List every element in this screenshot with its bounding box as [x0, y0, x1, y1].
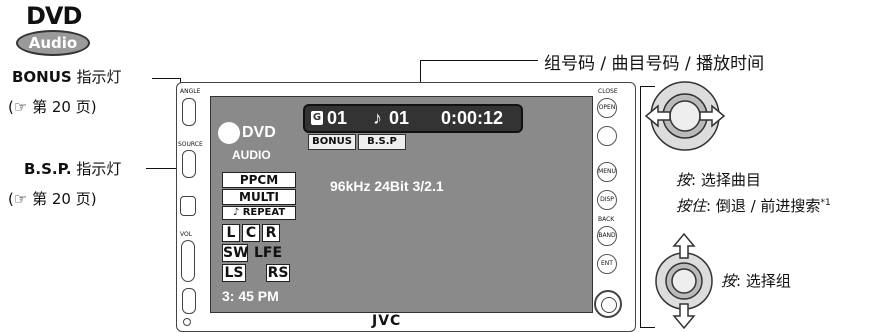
- brand-logo: JVC: [372, 313, 402, 329]
- disc-icon: [218, 122, 240, 144]
- angle-button[interactable]: [182, 98, 196, 126]
- top-leader-v: [420, 60, 421, 102]
- open-button[interactable]: OPEN: [597, 98, 617, 118]
- reset-hole[interactable]: [183, 318, 191, 326]
- vol-label: VOL: [180, 231, 193, 238]
- channel-sw: SW: [222, 244, 249, 262]
- channel-l: L: [222, 224, 240, 242]
- horizontal-knob[interactable]: [644, 78, 726, 154]
- close-label: CLOSE: [598, 88, 618, 95]
- clock: 3: 45 PM: [222, 288, 279, 304]
- group-track-time-bar: G 01 ♪ 01 0:00:12: [303, 104, 523, 133]
- top-callout: 组号码 / 曲目号码 / 播放时间: [544, 54, 765, 74]
- play-time: 0:00:12: [441, 108, 504, 128]
- ent-button[interactable]: ENT: [597, 254, 617, 274]
- arrow-down-icon: [672, 303, 696, 330]
- arrow-right-icon: [699, 104, 726, 128]
- track-icon: ♪: [373, 108, 382, 128]
- top-leader-h: [420, 60, 538, 61]
- source-label: SOURCE: [178, 141, 203, 148]
- source-button[interactable]: [182, 150, 196, 178]
- channel-ls: LS: [222, 264, 246, 282]
- screen-dvd-text: DVD: [242, 124, 276, 141]
- bsp-callout-title: B.S.P. 指示灯: [24, 160, 122, 178]
- group-icon: G: [311, 111, 323, 125]
- multi-indicator: MULTI: [222, 189, 296, 205]
- channel-rs: RS: [266, 264, 290, 282]
- bonus-leader: [152, 78, 180, 79]
- press-select-group: 按: 选择组: [721, 272, 791, 290]
- bsp-leader: [146, 168, 196, 169]
- bonus-callout-title: BONUS 指示灯: [12, 68, 122, 86]
- audio-logo-pill: Audio: [16, 30, 90, 56]
- channel-r: R: [262, 224, 280, 242]
- control-knob[interactable]: [594, 290, 622, 318]
- bsp-indicator: B.S.P: [358, 134, 406, 150]
- channel-c: C: [242, 224, 260, 242]
- dvd-logo-text: DVD: [26, 2, 82, 30]
- disp-button[interactable]: DISP: [597, 190, 617, 210]
- vertical-knob[interactable]: [652, 232, 716, 330]
- bonus-indicator: BONUS: [308, 134, 356, 150]
- group-number: 01: [327, 108, 348, 128]
- lower-button[interactable]: [182, 288, 196, 314]
- menu-button[interactable]: MENU: [597, 162, 617, 182]
- eject-button[interactable]: [597, 126, 617, 146]
- arrow-left-icon: [644, 104, 671, 128]
- channel-lfe: LFE: [253, 245, 283, 261]
- angle-label: ANGLE: [180, 88, 201, 95]
- band-button[interactable]: BAND: [597, 226, 617, 246]
- arrow-up-icon: [672, 232, 696, 259]
- control-bracket: [640, 86, 655, 328]
- volume-knob[interactable]: [181, 240, 195, 282]
- screen-audio-text: AUDIO: [232, 148, 271, 162]
- back-label: BACK: [598, 216, 615, 223]
- hold-search: 按住: 倒退 / 前进搜索*1: [676, 197, 831, 215]
- repeat-indicator: ♪ REPEAT: [222, 206, 296, 220]
- ppcm-indicator: PPCM: [222, 172, 296, 188]
- track-number: 01: [389, 108, 410, 128]
- audio-format: 96kHz 24Bit 3/2.1: [330, 178, 444, 194]
- side-button[interactable]: [180, 196, 196, 216]
- bsp-callout-ref: (☞ 第 20 页): [8, 190, 97, 208]
- press-select-track: 按: 选择曲目: [676, 171, 761, 189]
- bonus-callout-ref: (☞ 第 20 页): [8, 98, 97, 116]
